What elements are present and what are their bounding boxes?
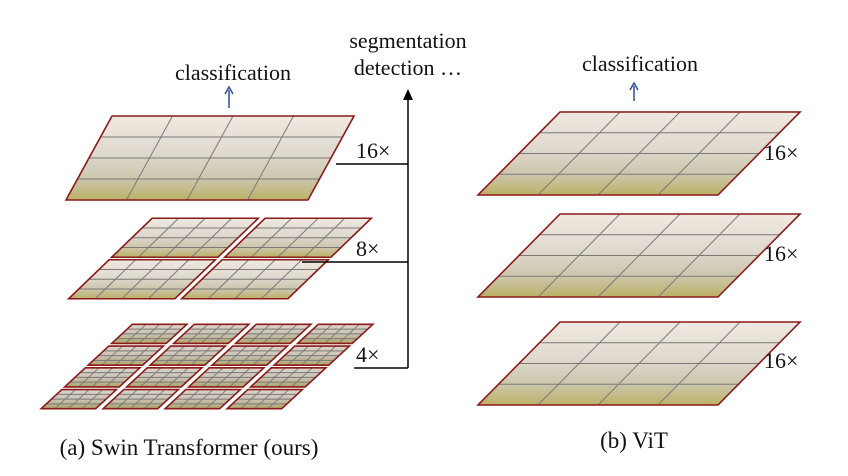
vit-scale-label-2: 16× <box>764 241 798 266</box>
vit-classification-arrowhead <box>629 81 639 91</box>
swin-8x-window <box>179 258 331 300</box>
swin-classification-label: classification <box>175 60 291 85</box>
vit-level-2-feature-map <box>476 213 802 298</box>
swin-4x-window <box>109 323 189 345</box>
swin-8x-window <box>109 217 261 259</box>
swin-scale-label-16x: 16× <box>356 138 390 163</box>
dense-task-label-segmentation: segmentation <box>349 28 466 53</box>
dense-task-label-detection: detection … <box>354 55 462 80</box>
swin-4x-window <box>101 388 181 410</box>
swin-transformer-panel: classification 16× 8× 4× segmentation de… <box>39 28 467 460</box>
vit-level-3-feature-map <box>476 321 802 406</box>
swin-scale-label-8x: 8× <box>356 236 379 261</box>
vit-level-1-feature-map <box>476 111 802 196</box>
vit-map-2-window <box>476 213 802 298</box>
vit-caption: (b) ViT <box>600 428 668 453</box>
swin-4x-window <box>272 345 352 366</box>
swin-4x-window <box>148 345 228 366</box>
swin-level-16x-feature-map <box>64 115 356 201</box>
swin-4x-window <box>171 323 251 345</box>
swin-4x-window <box>62 367 142 388</box>
swin-4x-window <box>39 388 119 410</box>
swin-4x-window <box>233 323 313 345</box>
swin-8x-window <box>222 217 374 259</box>
swin-classification-arrowhead <box>224 85 234 95</box>
swin-4x-window <box>163 388 243 410</box>
swin-4x-window <box>86 345 166 366</box>
swin-4x-window <box>124 367 204 388</box>
vit-map-1-window <box>476 111 802 196</box>
swin-8x-window <box>66 258 218 300</box>
swin-level-8x-feature-map <box>66 217 374 300</box>
vit-panel: classification 16× 16× 16× (b) ViT <box>476 51 802 453</box>
swin-level-4x-feature-map <box>39 323 375 410</box>
swin-4x-window <box>210 345 290 366</box>
vit-map-3-window <box>476 321 802 406</box>
swin-4x-window <box>248 367 328 388</box>
vit-classification-label: classification <box>582 51 698 76</box>
swin-16x-window <box>64 115 356 201</box>
swin-4x-window <box>295 323 375 345</box>
vit-scale-label-3: 16× <box>764 348 798 373</box>
dense-prediction-connector <box>302 89 413 369</box>
swin-4x-window <box>186 367 266 388</box>
swin-caption: (a) Swin Transformer (ours) <box>60 435 319 460</box>
swin-scale-label-4x: 4× <box>356 342 379 367</box>
swin-4x-window <box>225 388 305 410</box>
vit-scale-label-1: 16× <box>764 140 798 165</box>
